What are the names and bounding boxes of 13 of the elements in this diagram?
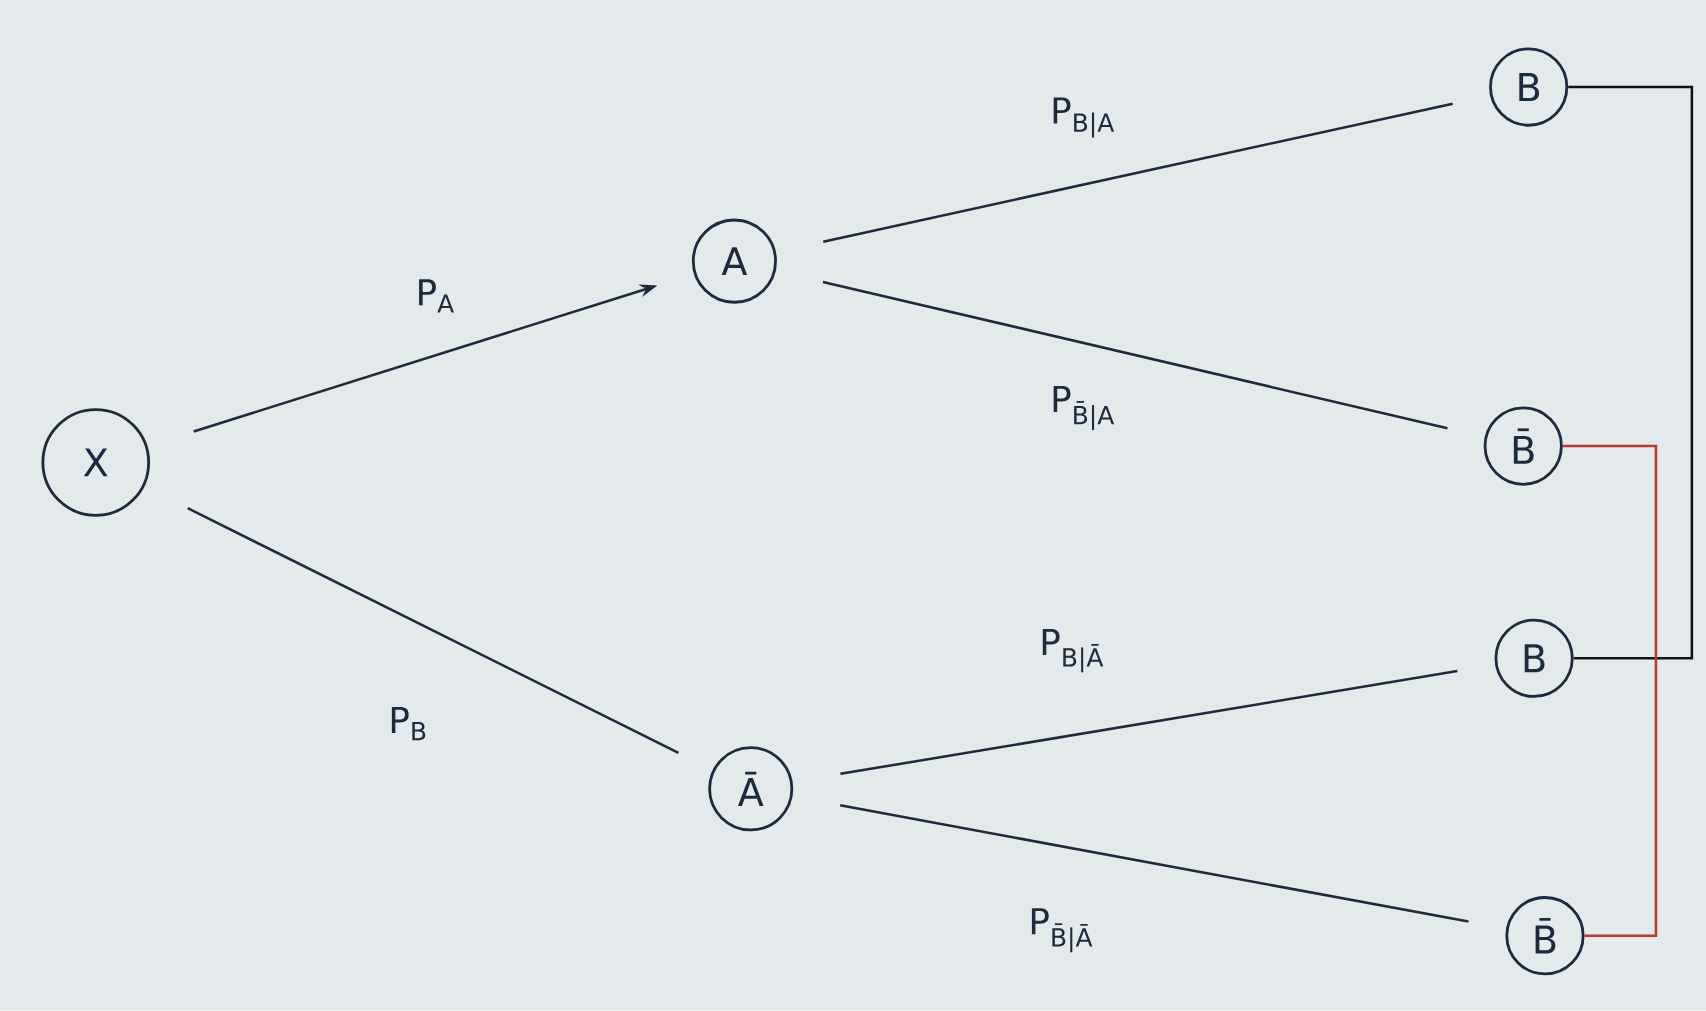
branch-line bbox=[822, 280, 1448, 430]
bracket-line bbox=[1568, 85, 1694, 660]
probability-label: P$_{B̄|Ā}$ bbox=[1031, 908, 1093, 953]
branch-line bbox=[823, 102, 1453, 244]
probability-label: P$_{B̄|A}$ bbox=[1053, 386, 1115, 431]
branch-line bbox=[187, 507, 680, 755]
probability-label: P$_{B}$ bbox=[391, 707, 426, 741]
probability-label: P$_{B|A}$ bbox=[1053, 97, 1115, 138]
branch-line bbox=[839, 804, 1469, 923]
probability-label: P$_{A}$ bbox=[419, 279, 454, 313]
branch-line bbox=[840, 669, 1458, 776]
bracket-line bbox=[1562, 444, 1658, 938]
probability-label: P$_{B|Ā}$ bbox=[1042, 629, 1104, 673]
